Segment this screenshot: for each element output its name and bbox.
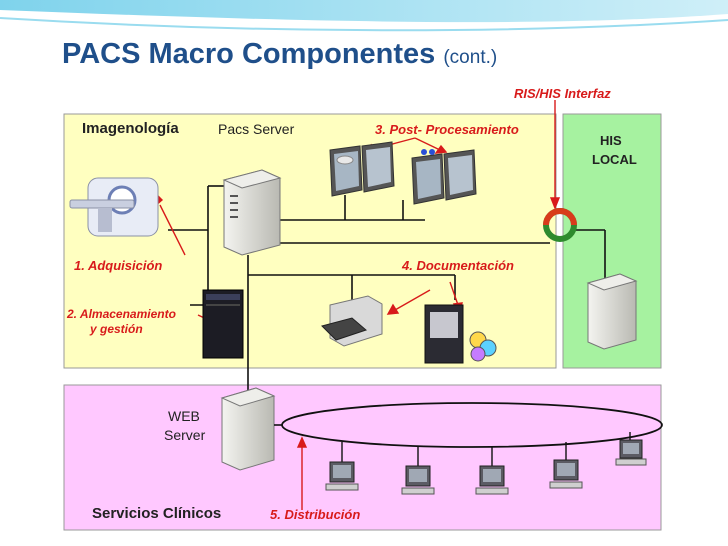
header-swoosh	[0, 0, 728, 23]
workstation-icon	[329, 141, 395, 197]
client-pc-icon	[325, 461, 359, 491]
storage-tower-icon	[202, 289, 244, 359]
pacs-server-icon	[222, 169, 282, 256]
servicios-clinicos-label: Servicios Clínicos	[92, 505, 222, 522]
gestion-label: y gestión	[90, 322, 143, 336]
title-main: PACS Macro Componentes	[62, 38, 436, 70]
disc-publisher-icon	[424, 304, 497, 364]
interface-cycle-icon	[543, 208, 577, 242]
header-swoosh-line	[0, 17, 728, 32]
post-processing-label: 3. Post- Procesamiento	[375, 122, 519, 137]
distribucion-label: 5. Distribución	[270, 507, 361, 522]
pacs-server-label: Pacs Server	[218, 121, 295, 137]
almacenamiento-label: 2. Almacenamiento	[67, 307, 176, 321]
web-label: WEB	[168, 408, 200, 424]
local-label: LOCAL	[592, 152, 637, 167]
client-links	[341, 432, 631, 468]
his-server-icon	[586, 273, 638, 350]
client-pc-icon	[401, 465, 435, 495]
workstation-icon	[411, 149, 477, 205]
his-label: HIS	[600, 133, 622, 148]
ris-his-label: RIS/HIS Interfaz	[514, 86, 611, 101]
imagenologia-label: Imagenología	[82, 120, 179, 137]
title-sub: (cont.)	[443, 47, 498, 68]
web-server-icon	[220, 387, 276, 471]
client-pc-icon	[549, 459, 583, 489]
client-pc-icon	[475, 465, 509, 495]
documentacion-label: 4. Documentación	[402, 258, 514, 273]
page-title: PACS Macro Componentes (cont.)	[62, 38, 497, 71]
ct-scanner-icon	[69, 177, 159, 237]
client-pc-icon	[615, 439, 647, 466]
clinical-zone	[63, 384, 662, 531]
web-server-label: Server	[164, 427, 206, 443]
film-printer-icon	[321, 295, 383, 347]
adquisicion-label: 1. Adquisición	[74, 258, 163, 273]
